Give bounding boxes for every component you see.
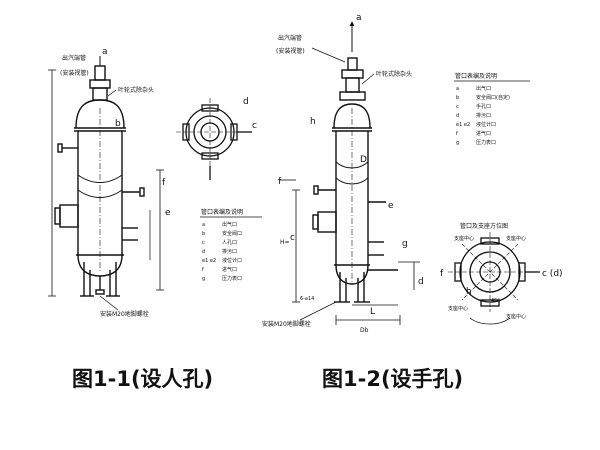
right-table-row-desc: 出气口: [476, 85, 491, 92]
left-letter-b: b: [115, 119, 121, 129]
left-letter-d: d: [243, 97, 249, 107]
right-table-row-code: b: [456, 95, 459, 101]
right-bottom-label: 安装M20地脚螺栓: [262, 320, 311, 328]
right-plan-view: [448, 232, 540, 325]
right-dim-l: L: [370, 307, 375, 317]
right-letter-c: c: [290, 233, 295, 243]
right-table-row-desc: 排污口: [476, 112, 491, 119]
left-letter-a: a: [102, 47, 108, 57]
left-table-row-desc: 进气口: [222, 266, 237, 273]
right-table-row-desc: 安全阀口(自定): [476, 94, 510, 101]
right-table-row-desc: 液位计口: [476, 121, 496, 128]
right-table-title: 管口表编及说明: [455, 72, 497, 80]
right-table-row-desc: 手孔口: [476, 103, 491, 110]
left-table-row-code: d: [202, 249, 205, 255]
plan-letter-h: h: [466, 287, 472, 297]
left-top-label-2: (安装视管): [60, 69, 89, 77]
right-letter-a: a: [356, 13, 362, 23]
right-letter-g: g: [402, 239, 408, 249]
left-table-row-desc: 人孔口: [222, 239, 237, 246]
left-bottom-label: 安装M20地脚螺栓: [100, 310, 149, 318]
left-nozzle-label: 叶轮式除杂头: [118, 86, 154, 94]
plan-letter-f: f: [440, 269, 444, 279]
left-caption: 图1-1(设人孔): [72, 367, 213, 391]
plan-letter-c: c (d): [542, 269, 563, 279]
right-letter-h: h: [310, 117, 316, 127]
right-table-row-desc: 进气口: [476, 130, 491, 137]
right-table-row-code: a: [456, 86, 459, 92]
left-letter-f: f: [162, 178, 166, 188]
plan-support-2: 支座中心: [506, 235, 526, 242]
right-letter-e: e: [388, 201, 394, 211]
left-table-title: 管口表编及说明: [201, 208, 243, 216]
right-table-row-code: c: [456, 104, 459, 110]
right-top-label-2: (安装视管): [276, 47, 305, 55]
right-dim-db: Db: [360, 327, 369, 334]
right-table-row-desc: 压力表口: [476, 139, 496, 146]
left-table-row-desc: 压力表口: [222, 275, 242, 282]
left-letter-c: c: [252, 121, 257, 131]
right-table-row-code: g: [456, 140, 459, 146]
right-letter-f: f: [278, 177, 282, 187]
left-labels: 出汽端管 (安装视管) 叶轮式除杂头 安装M20地脚螺栓 a b f e c d: [60, 47, 257, 318]
right-dim-d: D: [360, 155, 367, 165]
right-top-label-1: 出汽端管: [278, 34, 302, 42]
right-dim-h: H=: [280, 239, 290, 246]
right-table-row-code: d: [456, 113, 459, 119]
left-table-row-code: f: [202, 267, 204, 273]
right-letter-d: d: [418, 277, 424, 287]
right-caption: 图1-2(设手孔): [322, 367, 463, 391]
left-table-row-code: a: [202, 222, 205, 228]
plan-support-1: 支座中心: [454, 235, 474, 242]
left-table-row-code: b: [202, 231, 205, 237]
left-table-row-code: c: [202, 240, 205, 246]
plan-support-3: 支座中心: [448, 305, 468, 312]
right-table-row-code: e1 e2: [456, 122, 470, 128]
left-table-row-desc: 安全阀口: [222, 230, 242, 237]
plan-support-4: 支座中心: [506, 313, 526, 320]
plan-title: 管口及支座方位图: [460, 222, 508, 230]
left-table-row-desc: 液位计口: [222, 257, 242, 264]
right-port-table: 管口表编及说明 a 出气口 b 安全阀口(自定) c 手孔口 d 排污口 e1 e2 液位计口 f 进…: [454, 72, 530, 146]
left-table-row-desc: 排污口: [222, 248, 237, 255]
right-vessel: [280, 21, 420, 325]
right-table-row-code: f: [456, 131, 458, 137]
left-port-table: 管口表编及说明 a 出气口 b 安全阀口 c 人孔口 d 排污口 e1 e2 液位计口 f 进气口 g 压…: [200, 208, 262, 282]
left-plan-view: [176, 98, 252, 180]
right-labels: 出汽端管 (安装视管) 叶轮式除杂头 安装M20地脚螺栓 a h f c e g…: [262, 13, 563, 334]
left-vessel: [48, 56, 164, 297]
left-letter-e: e: [165, 208, 171, 218]
right-nozzle-label: 叶轮式除杂头: [376, 70, 412, 78]
left-table-row-desc: 出气口: [222, 221, 237, 228]
left-top-label-1: 出汽端管: [62, 54, 86, 62]
right-dim-fl: 6-⌀14: [300, 296, 314, 302]
left-table-row-code: e1 e2: [202, 258, 216, 264]
plan-angle: 45°: [491, 298, 500, 304]
left-table-row-code: g: [202, 276, 205, 282]
